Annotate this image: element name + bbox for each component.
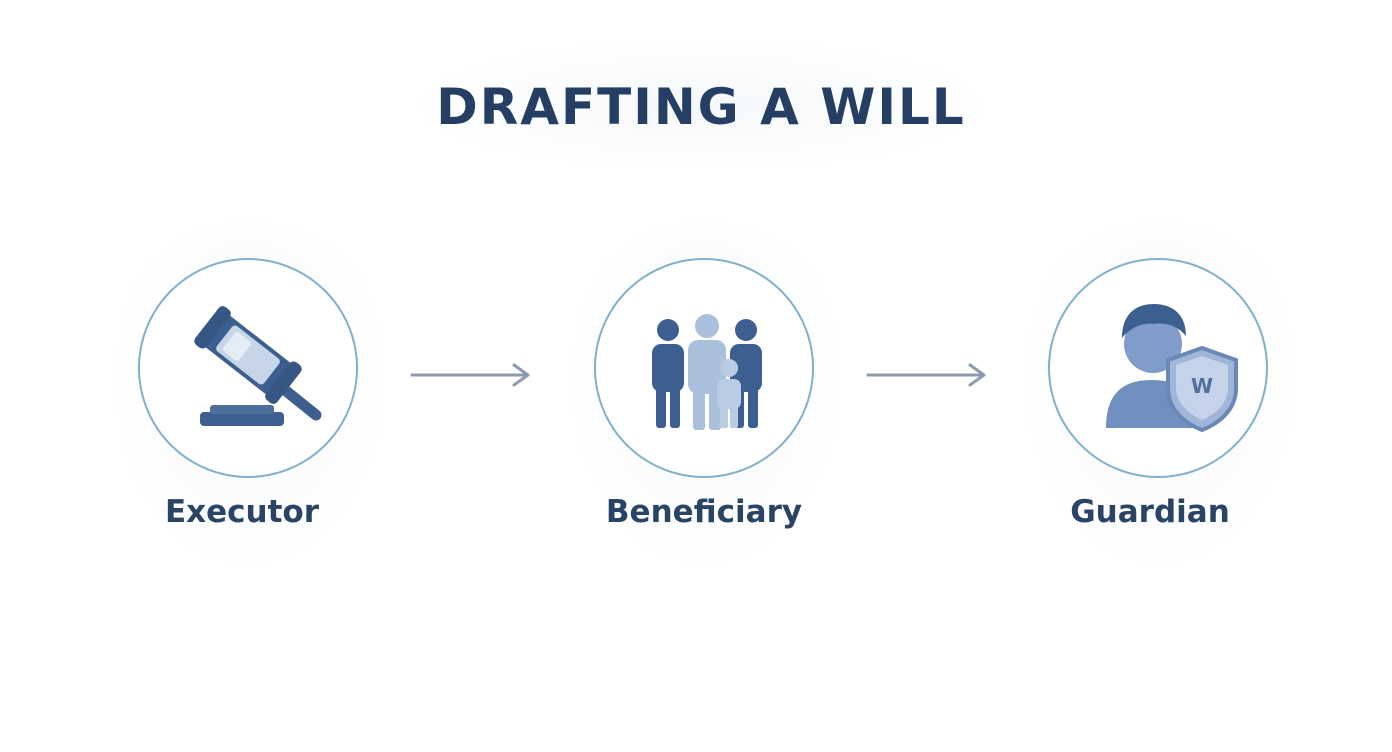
beneficiary-label: Beneficiary: [605, 494, 803, 530]
executor-label: Executor: [164, 494, 320, 530]
guardian-shield-icon: W: [1106, 304, 1238, 433]
title-glow: [416, 40, 986, 170]
shield-letter: W: [1191, 374, 1213, 398]
family-icon: [652, 314, 762, 430]
gavel-icon: [194, 306, 322, 426]
guardian-circle: W: [1048, 258, 1268, 478]
arrow-right-icon: [866, 363, 986, 387]
guardian-label: Guardian: [1070, 494, 1230, 530]
arrow-right-icon: [410, 363, 530, 387]
executor-circle: [138, 258, 358, 478]
beneficiary-circle: [594, 258, 814, 478]
page-title: DRAFTING A WILL: [436, 78, 966, 136]
